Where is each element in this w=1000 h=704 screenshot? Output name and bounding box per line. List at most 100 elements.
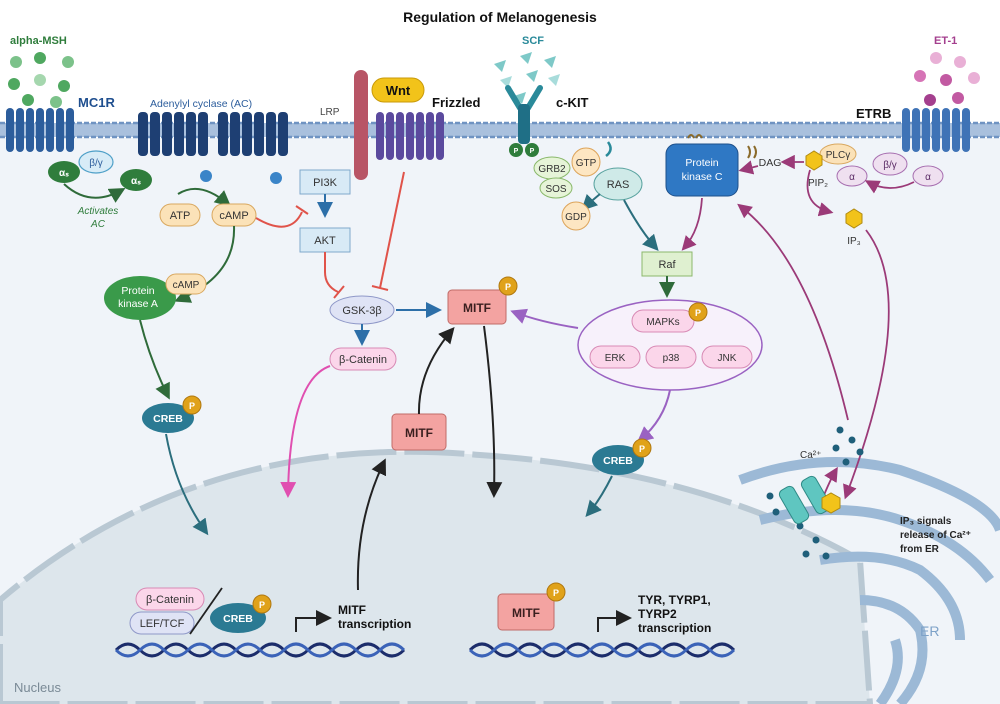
etrb-label: ETRB	[856, 106, 891, 121]
sos: SOS	[539, 177, 573, 199]
frizzled-inhibits-gsk	[379, 171, 405, 289]
ip3-receptor-channel	[778, 475, 841, 525]
mitf-tx-2: transcription	[338, 617, 411, 631]
tyr-tx-3: transcription	[638, 621, 711, 635]
creb-to-nucleus-arrow	[165, 433, 209, 536]
calcium-ions	[766, 426, 864, 560]
svg-text:AKT: AKT	[314, 235, 336, 247]
g-alpha-s: αₛ	[48, 161, 80, 183]
plc-gamma: PLCγ	[819, 143, 857, 165]
atp-to-camp-arrow	[177, 187, 232, 207]
svg-text:PI3K: PI3K	[313, 177, 338, 189]
svg-text:MITF: MITF	[463, 301, 491, 315]
svg-text:GSK-3β: GSK-3β	[342, 305, 381, 317]
gdp: GDP	[561, 201, 591, 231]
svg-text:PLCγ: PLCγ	[826, 150, 850, 161]
title: Regulation of Melanogenesis	[403, 9, 597, 25]
dag-lipid-icon	[747, 145, 757, 159]
transcription-to-mitf-arrow	[356, 458, 386, 591]
mitf-tss-arrow	[295, 610, 332, 632]
svg-text:P: P	[514, 148, 519, 155]
et1-label: ET-1	[934, 35, 957, 47]
ip3: IP₃	[845, 208, 863, 247]
creb-ckit: CREB P	[592, 438, 652, 475]
svg-text:LEF/TCF: LEF/TCF	[140, 618, 185, 630]
svg-text:P: P	[639, 444, 645, 454]
inhibit-bar-pi3k	[295, 205, 309, 215]
dna-right	[468, 642, 736, 658]
inhibit-bar-gsk-akt	[333, 285, 345, 299]
et1-molecules	[914, 52, 980, 106]
mitf-nuclear: MITF P	[497, 582, 566, 631]
svg-text:Protein: Protein	[685, 157, 718, 169]
alpha-etrb-1: α	[912, 165, 944, 187]
beta-catenin: β-Catenin	[329, 347, 397, 371]
mitf-to-phospho-arrow	[417, 326, 455, 415]
alpha-etrb-2: α	[836, 165, 868, 187]
akt-inhibits-gsk	[324, 252, 339, 293]
alpha-msh-molecules	[8, 52, 74, 108]
inhibit-bar-gsk-fz	[371, 285, 389, 291]
g-alpha-s-active: αₛ	[120, 169, 152, 191]
creb-mc1r: CREB P	[142, 395, 202, 433]
svg-text:p38: p38	[663, 353, 680, 364]
svg-text:PIP₂: PIP₂	[808, 178, 828, 189]
svg-text:P: P	[553, 588, 559, 598]
svg-text:P: P	[695, 308, 701, 318]
gsk-3b: GSK-3β	[329, 295, 395, 325]
svg-text:α: α	[925, 172, 931, 183]
etrb-receptor	[902, 108, 970, 152]
pip2-to-ip3-arrow	[806, 169, 834, 217]
svg-text:cAMP: cAMP	[219, 210, 248, 222]
svg-text:kinase C: kinase C	[682, 171, 723, 183]
svg-text:MAPKs: MAPKs	[646, 317, 679, 328]
svg-text:Raf: Raf	[658, 259, 676, 271]
ras-to-raf-arrow	[623, 199, 659, 251]
raf: Raf	[641, 251, 693, 277]
dna-left	[114, 642, 406, 658]
svg-text:GDP: GDP	[565, 212, 587, 223]
svg-text:RAS: RAS	[607, 179, 630, 191]
ckit-label: c-KIT	[556, 95, 589, 110]
alpha-activation-arrow	[864, 180, 915, 194]
nucleus-label: Nucleus	[14, 680, 61, 695]
svg-text:MITF: MITF	[512, 606, 540, 620]
pip2: PIP₂	[805, 150, 828, 189]
svg-text:αₛ: αₛ	[131, 176, 141, 187]
tyr-tx-1: TYR, TYRP1,	[638, 593, 711, 607]
camp-to-pka-arrow	[174, 225, 236, 303]
mc1r-label: MC1R	[78, 95, 115, 110]
ras-anchor	[605, 141, 612, 157]
svg-text:GRB2: GRB2	[538, 164, 566, 175]
frizzled-label: Frizzled	[432, 95, 480, 110]
svg-text:β-Catenin: β-Catenin	[146, 594, 194, 606]
lrp-receptor	[354, 70, 368, 180]
svg-text:CREB: CREB	[223, 613, 253, 625]
dag-to-pkc-arrow	[738, 160, 759, 175]
activates-arrow	[63, 183, 126, 203]
adenylyl-cyclase-label: Adenylyl cyclase (AC)	[150, 98, 252, 110]
ip3-note-3: from ER	[900, 544, 940, 555]
svg-text:SOS: SOS	[545, 184, 566, 195]
tyr-tx-2: TYRP2	[638, 607, 677, 621]
ckit-receptor: P P	[505, 85, 543, 157]
svg-text:β/γ: β/γ	[89, 158, 103, 169]
calcium-label: Ca²⁺	[800, 450, 821, 461]
scf-molecules	[494, 52, 560, 104]
svg-text:P: P	[505, 282, 511, 292]
wnt-ligand: Wnt	[371, 77, 425, 103]
svg-text:ATP: ATP	[170, 210, 191, 222]
mapk-complex: MAPKs P ERK p38 JNK	[577, 299, 763, 391]
pkc-to-raf-arrow	[681, 197, 703, 251]
lrp-label: LRP	[320, 107, 340, 118]
complex-divider	[189, 587, 223, 635]
mitf-to-nucleus-arrow	[483, 325, 503, 498]
alpha-msh-label: alpha-MSH	[10, 35, 67, 47]
activates-text-1: Activates	[77, 206, 119, 217]
ras: RAS	[593, 167, 643, 201]
creb-ckit-to-nucleus-arrow	[585, 475, 613, 518]
camp-inhibits-pi3k	[255, 211, 303, 228]
beta-catenin-nuclear: β-Catenin	[135, 587, 205, 611]
